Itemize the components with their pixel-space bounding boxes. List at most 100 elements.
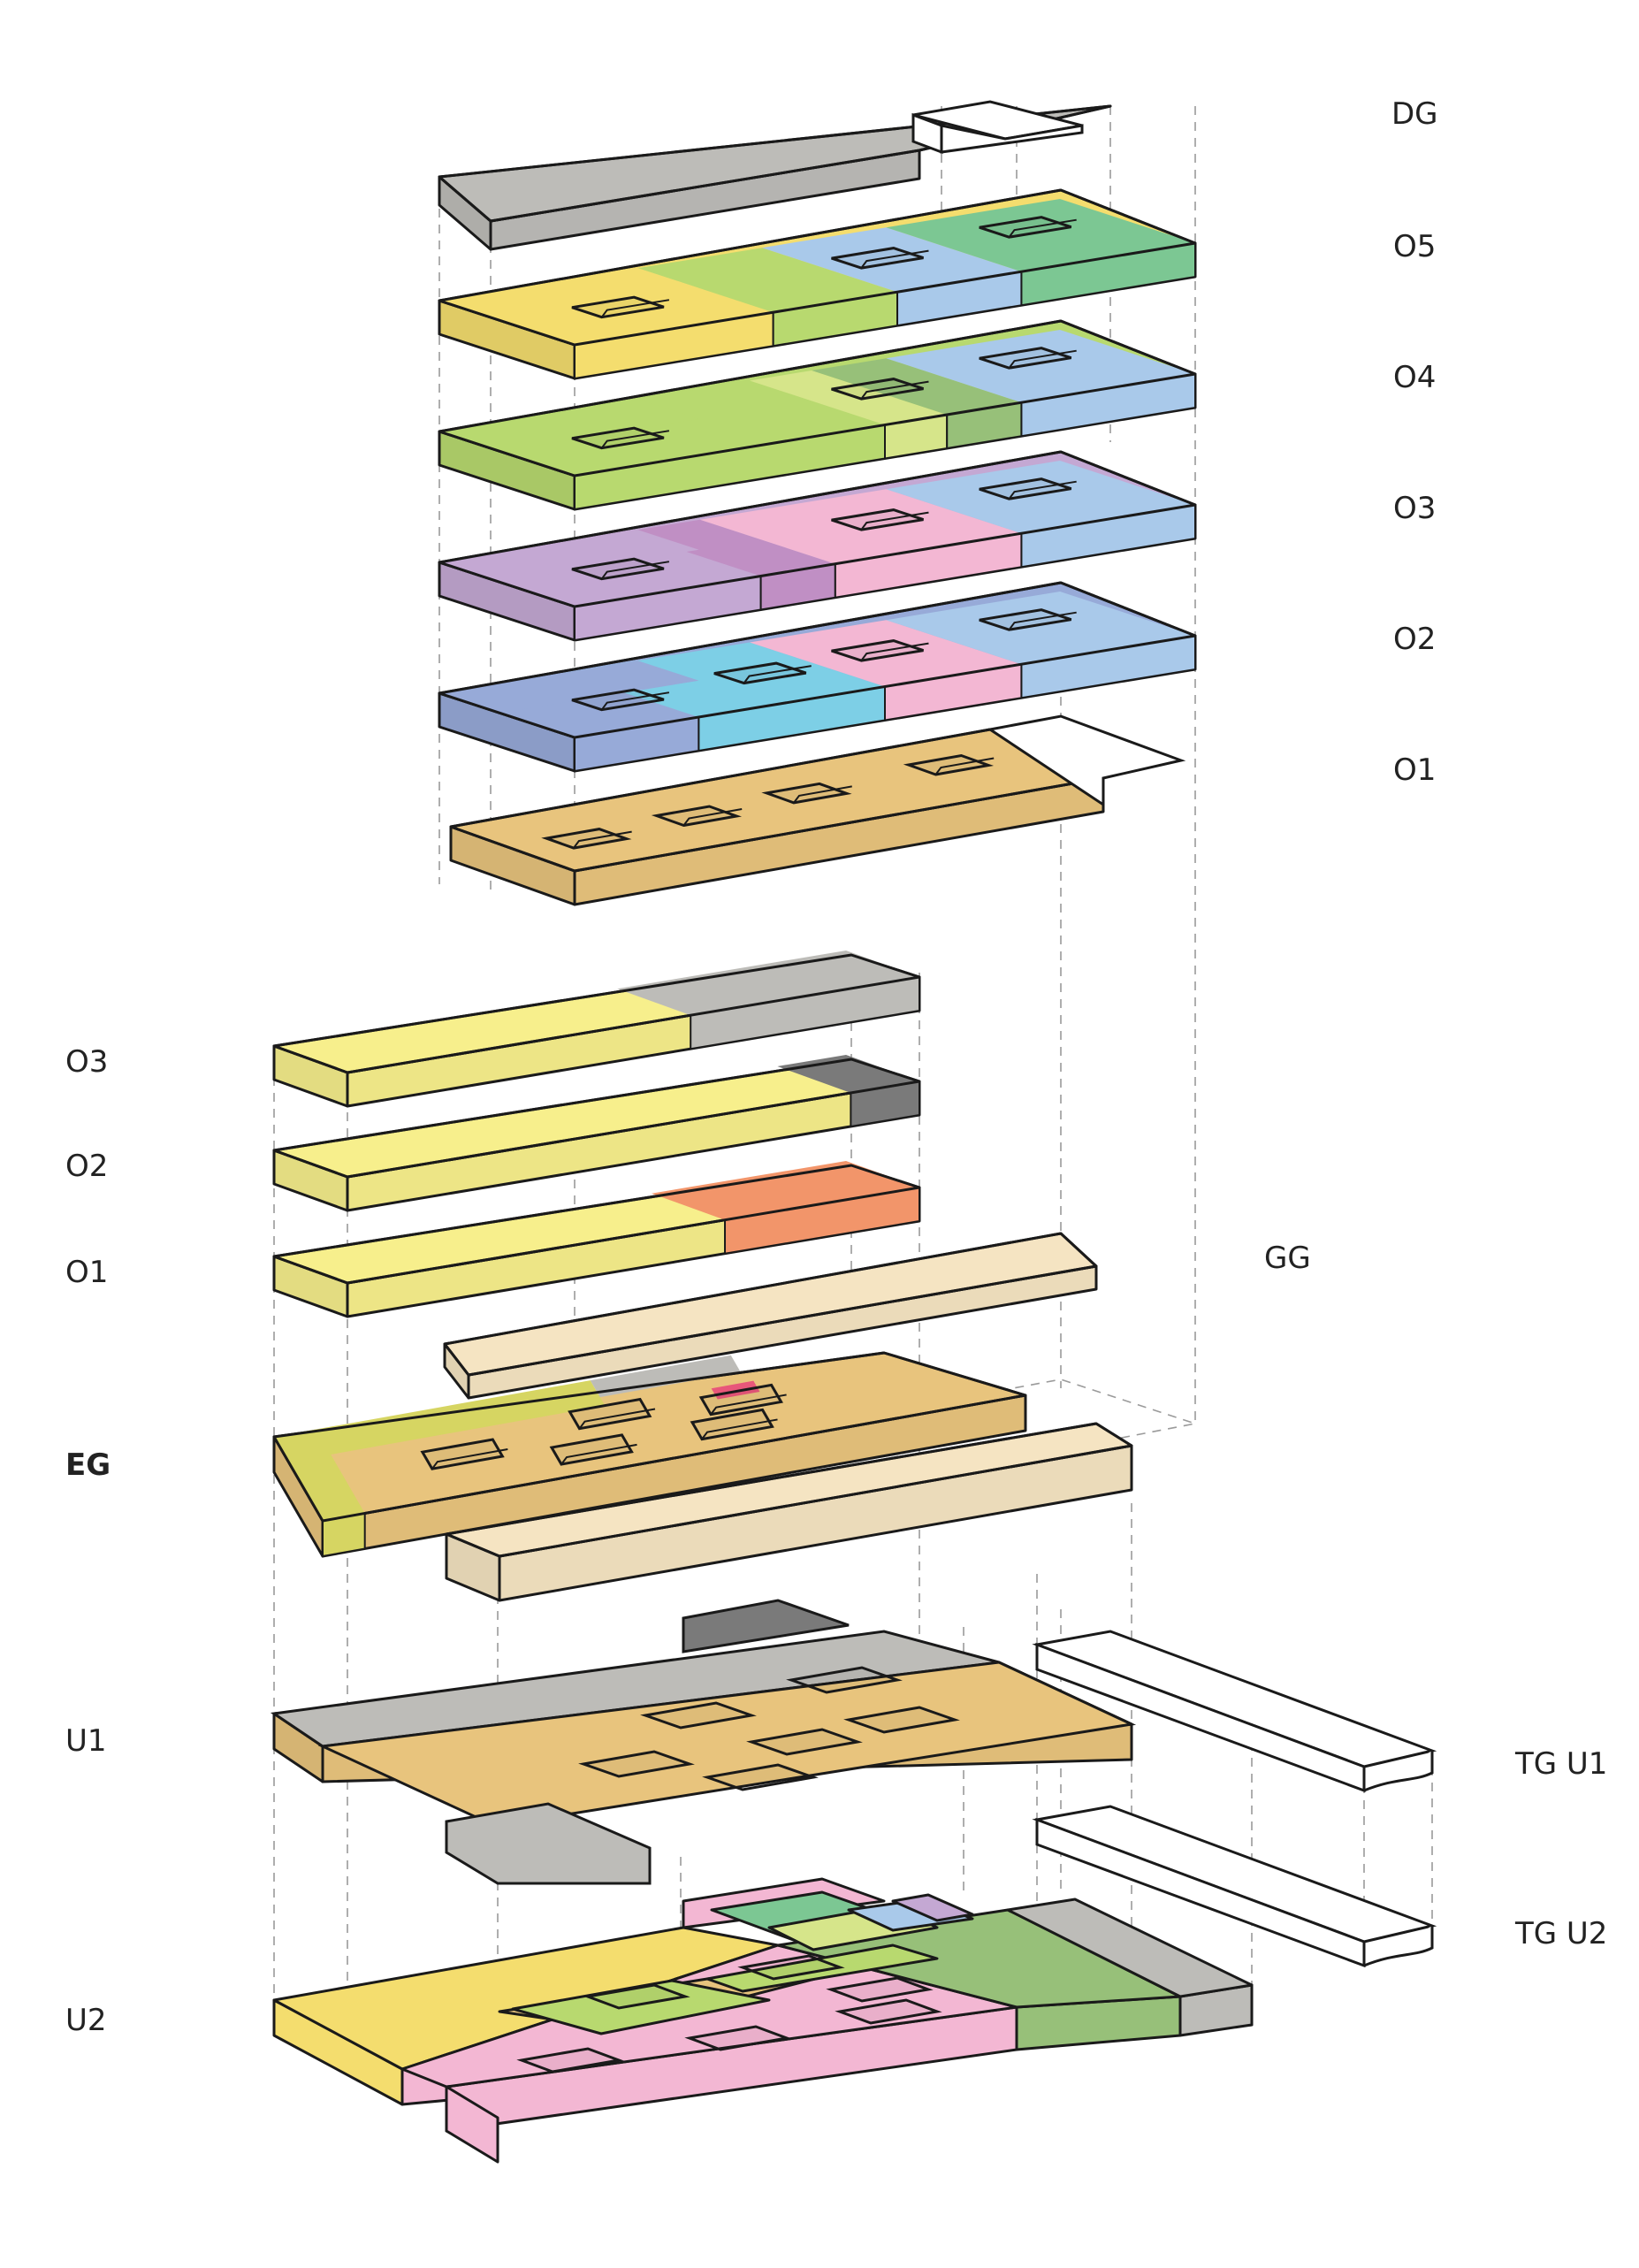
tower-o2-opening-2 (831, 639, 924, 662)
eg-opening-4-lip (701, 1418, 778, 1440)
u1-core-block (682, 1599, 850, 1653)
eg-opening-3-lip (710, 1394, 787, 1416)
tower-o2-opening-0 (571, 688, 665, 712)
tower-o3-opening-2-lip (1008, 480, 1077, 500)
tower-o5-zone-2 (762, 227, 1022, 293)
tower-o3-opening-2 (979, 477, 1072, 500)
base-label-o1: O1 (65, 1255, 109, 1290)
base-label-o2: O2 (65, 1149, 109, 1184)
level-label-dg: DG (1391, 96, 1438, 132)
tower-o2-zone-2 (750, 620, 1022, 687)
tower-o1-opening-2-lip (793, 785, 852, 804)
base-label-o3: O3 (65, 1044, 109, 1080)
tower-o4-opening-2 (979, 347, 1072, 370)
tower-o5-opening-2 (979, 216, 1072, 239)
tg-beam-u2 (1032, 1805, 1437, 1968)
slab-top-outline (272, 1351, 1027, 1523)
tower-o4-zone-3 (886, 330, 1195, 403)
base-label-u2: U2 (65, 2003, 107, 2038)
o1-cantilever (987, 714, 1186, 807)
side-label-tg-u2: TG U2 (1515, 1916, 1608, 1951)
tower-slab-o5 (438, 188, 1197, 380)
tower-o1-opening-2 (761, 782, 852, 805)
side-label-tg-u1: TG U1 (1515, 1746, 1608, 1782)
tower-slab-o2 (438, 581, 1197, 773)
tower-o4-opening-1-lip (860, 380, 929, 400)
u2-part (891, 1893, 974, 1922)
base-o1-end-zone (652, 1161, 919, 1220)
eg-opening-2-lip (560, 1443, 637, 1465)
side-label-gg: GG (1264, 1241, 1311, 1276)
tower-o4-opening-0-lip (600, 430, 670, 449)
u1-opening-0 (640, 1701, 757, 1730)
u2-opening-4 (835, 1998, 942, 2025)
tower-o2-opening-2-lip (860, 642, 929, 661)
eg-grey-back (590, 1355, 741, 1398)
base-slab-o1 (272, 1161, 921, 1318)
u2-opening-5 (516, 2047, 624, 2073)
base-label-u1: U1 (65, 1723, 107, 1759)
tower-slab-o3 (438, 450, 1197, 642)
tower-o2-zone-3 (886, 592, 1195, 665)
level-label-o1: O1 (1393, 752, 1437, 788)
tg-beam-u1 (1032, 1630, 1437, 1793)
tower-o2-opening-0-lip (600, 691, 670, 711)
tower-o2-opening-1 (713, 661, 807, 685)
tower-o2-opening-3-lip (1008, 611, 1077, 630)
slab-top-outline (438, 450, 1197, 608)
tower-o4-opening-0 (571, 426, 665, 450)
u1-main-floor (317, 1661, 1137, 1828)
tg-u2-end (1363, 1926, 1434, 1967)
roof-slab-dg (438, 100, 1112, 251)
slab-top-outline (272, 953, 921, 1074)
u2-slab (272, 1877, 1254, 2164)
level-label-o5: O5 (1393, 229, 1437, 264)
eg-opening-0-lip (431, 1448, 508, 1470)
slab-top-outline (438, 581, 1197, 739)
tower-o1-opening-0-lip (573, 830, 632, 849)
tower-slab-o1 (449, 714, 1186, 906)
tower-o1-opening-3-lip (934, 757, 995, 775)
tower-o3-opening-0 (571, 557, 665, 581)
tower-o5-backzone (439, 268, 699, 321)
tower-slab-o4 (438, 319, 1197, 511)
tower-o4-backzone (439, 399, 699, 452)
u1-opening-4 (843, 1706, 960, 1734)
tower-o1-opening-1 (651, 805, 743, 828)
u2-opening-1 (737, 1954, 845, 1981)
slab-top-outline (272, 1058, 921, 1179)
eg-front-bar (445, 1422, 1133, 1602)
u1-opening-2 (578, 1750, 695, 1778)
tower-o4-zone-0 (439, 380, 885, 476)
tower-o5-opening-1-lip (860, 249, 929, 269)
tower-o5-opening-1 (831, 247, 924, 270)
tower-o3-opening-1-lip (860, 511, 929, 531)
slab-top-outline (438, 319, 1197, 477)
base-o3-end-zone (617, 951, 919, 1016)
tower-o3-zone-1 (625, 519, 835, 577)
tower-o5-zone-3 (886, 199, 1195, 272)
level-label-o3: O3 (1393, 491, 1437, 526)
tower-o2-opening-3 (979, 608, 1072, 631)
gg-beam (443, 1232, 1098, 1400)
u1-grey-block (445, 1802, 652, 1885)
tower-o4-opening-2-lip (1008, 349, 1077, 369)
eg-opening-1-lip (578, 1408, 656, 1430)
roof-penthouse-front (940, 124, 1084, 154)
tower-o4-opening-1 (831, 378, 924, 401)
u2-opening-3 (684, 2025, 792, 2051)
slab-top-outline (445, 1422, 1133, 1558)
tower-o5-zone-1 (637, 248, 898, 313)
u2-opening-2 (826, 1976, 934, 2003)
tower-o5-opening-0-lip (600, 299, 670, 318)
eg-slab (272, 1351, 1027, 1558)
tower-o5-opening-0 (571, 295, 665, 319)
u1-opening-5 (702, 1763, 819, 1791)
tower-o2-opening-1-lip (743, 665, 812, 684)
tower-o4-zone-1 (750, 370, 948, 425)
tower-o3-opening-1 (831, 508, 924, 531)
slab-top-outline (438, 188, 1197, 347)
slab-top-outline (443, 1232, 1098, 1377)
